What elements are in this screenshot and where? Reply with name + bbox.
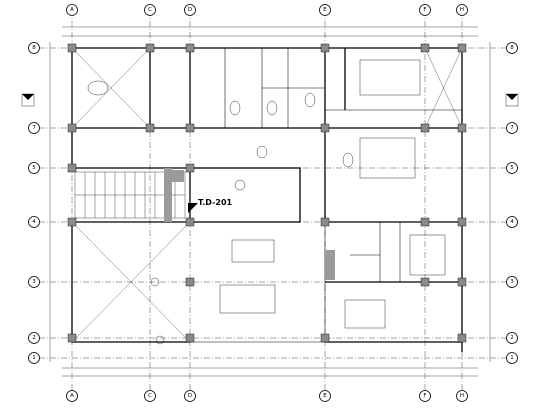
grid-bubbles-left: 8 7 5 4 3 2 1 (28, 42, 40, 364)
section-tag: T.D-201 (188, 198, 233, 213)
grid-bubble-label: 4 (510, 219, 514, 225)
grid-bubbles-bottom: A C D E F H (66, 390, 468, 402)
structural-columns (67, 43, 467, 343)
grid-bubble-label: E (323, 393, 327, 399)
interior-walls (72, 48, 462, 343)
elevation-marker-right-icon (506, 94, 518, 100)
grid-bubble-label: 1 (510, 355, 514, 361)
furniture-and-fixtures (87, 59, 446, 345)
grid-bubble-label: 5 (32, 165, 36, 171)
dimension-lines (49, 26, 491, 377)
section-arrow-icon (188, 203, 198, 213)
grid-bubble-label: 7 (510, 125, 514, 131)
grid-bubble-label: 3 (32, 279, 36, 285)
grid-bubbles-top: A C D E F H (66, 4, 468, 16)
grid-bubble-label: D (188, 393, 192, 399)
grid-bubble-label: 8 (32, 45, 36, 51)
grid-bubble-label: C (148, 7, 152, 13)
grid-bubble-label: H (460, 7, 464, 13)
grid-bubble-label: 4 (32, 219, 36, 225)
elevation-marker-right (505, 93, 519, 107)
elevation-marker-left-icon (22, 94, 34, 100)
grid-bubble-label: F (423, 7, 426, 13)
grid-bubble-label: A (70, 7, 74, 13)
grid-bubble-label: 2 (510, 335, 514, 341)
grid-bubble-label: A (70, 393, 74, 399)
grid-bubble-label: D (188, 7, 192, 13)
grid-bubble-label: 3 (510, 279, 514, 285)
grid-bubble-label: 5 (510, 165, 514, 171)
grid-bubble-label: 2 (32, 335, 36, 341)
elevation-marker-left (21, 93, 35, 107)
grid-bubble-label: 1 (32, 355, 36, 361)
grid-bubble-label: F (423, 393, 426, 399)
grid-bubble-label: E (323, 7, 327, 13)
grid-bubble-label: 8 (510, 45, 514, 51)
grid-bubble-label: H (460, 393, 464, 399)
grid-bubbles-right: 8 7 5 4 3 2 1 (506, 42, 518, 364)
grid-bubble-label: C (148, 393, 152, 399)
grid-bubble-label: 7 (32, 125, 36, 131)
section-tag-label: T.D-201 (198, 198, 233, 207)
hatched-walls (164, 168, 335, 280)
slab-opening-diagonals (71, 47, 463, 343)
outer-walls (71, 47, 463, 352)
